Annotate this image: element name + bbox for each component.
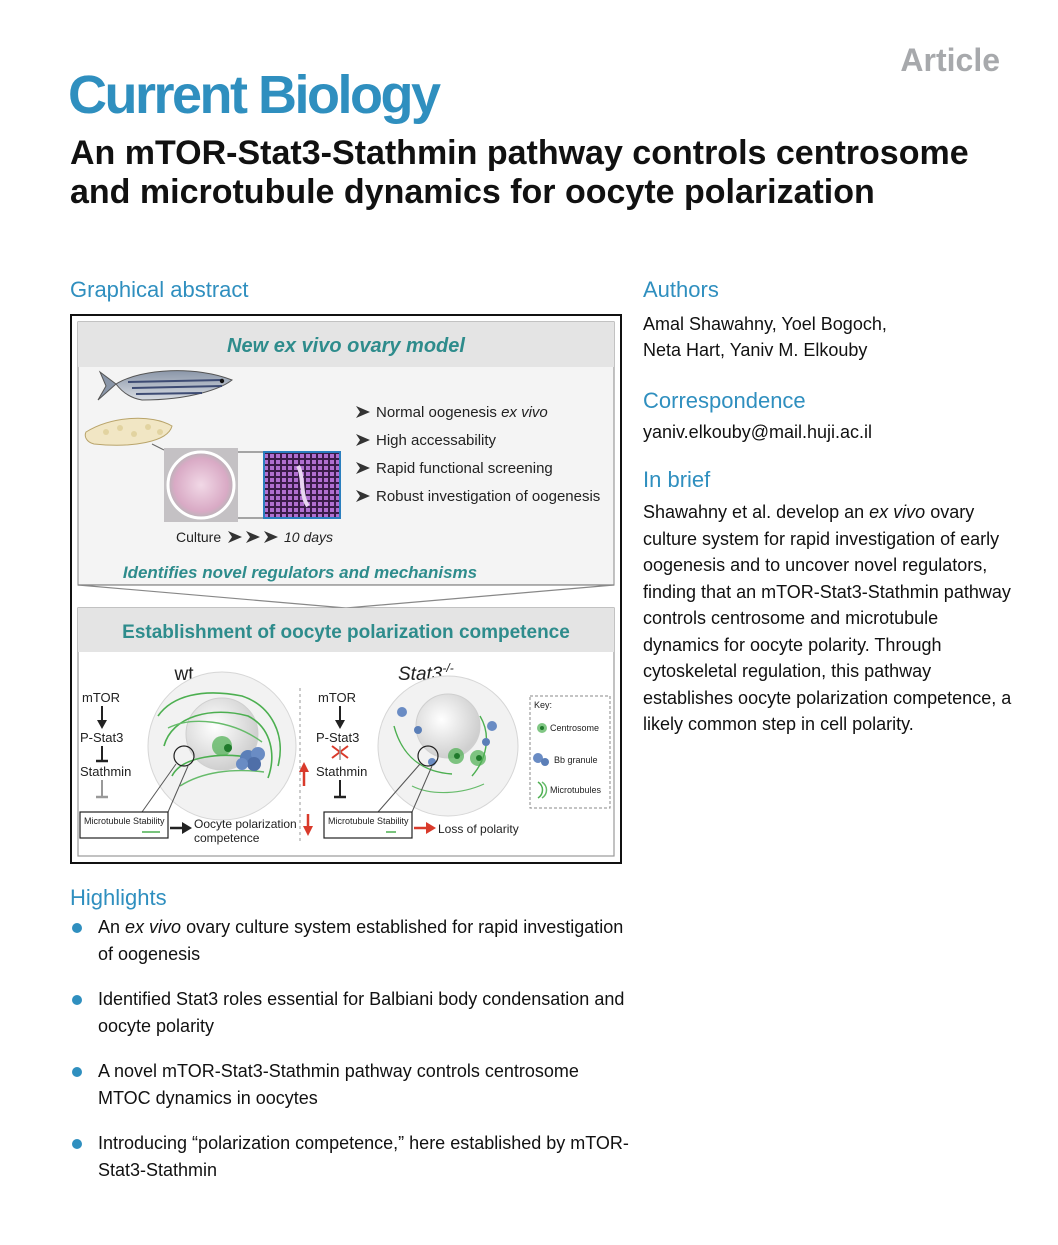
culture-timeline: Culture 10 days <box>176 529 333 545</box>
svg-text:mTOR: mTOR <box>82 690 120 705</box>
authors-line-2: Neta Hart, Yaniv M. Elkouby <box>643 340 868 360</box>
svg-text:Loss of polarity: Loss of polarity <box>438 822 519 836</box>
svg-text:Microtubule Stability: Microtubule Stability <box>328 816 409 826</box>
feature-item: Robust investigation of oogenesis <box>376 488 600 505</box>
feature-list: Normal oogenesis ex vivo High accessabil… <box>356 404 600 505</box>
svg-text:P-Stat3: P-Stat3 <box>80 730 123 745</box>
highlights-list: An ex vivo ovary culture system establis… <box>70 914 630 1202</box>
svg-text:competence: competence <box>194 831 260 845</box>
mesh-microscopy-image <box>263 451 341 519</box>
correspondence-heading: Correspondence <box>643 388 806 413</box>
bullet-icon <box>72 995 82 1005</box>
key-item: Bb granule <box>554 755 598 765</box>
feature-item: Rapid functional screening <box>376 460 553 477</box>
svg-text:Microtubule Stability: Microtubule Stability <box>84 816 165 826</box>
svg-text:Key:: Key: <box>534 700 552 710</box>
svg-text:Culture: Culture <box>176 529 221 545</box>
mutant-outcome: Microtubule Stability Loss of polarity <box>303 811 519 839</box>
wt-outcome: Microtubule Stability Oocyte polarizatio… <box>79 811 297 845</box>
svg-text:Oocyte polarization: Oocyte polarization <box>194 817 297 831</box>
article-title: An mTOR-Stat3-Stathmin pathway controls … <box>70 134 969 211</box>
bottom-panel: Establishment of oocyte polarization com… <box>77 607 615 857</box>
wt-oocyte-illustration <box>141 671 297 821</box>
top-panel: New ex vivo ovary model <box>77 321 615 586</box>
mutant-oocyte-illustration <box>377 675 519 817</box>
mutant-pathway: mTOR P-Stat3 Stathmin <box>299 690 367 799</box>
top-panel-footer: Identifies novel regulators and mechanis… <box>123 563 477 582</box>
zebrafish-icon <box>97 370 233 401</box>
key-item: Microtubules <box>550 785 602 795</box>
graphical-abstract-figure: New ex vivo ovary model <box>70 314 622 864</box>
feature-item: High accessability <box>376 432 497 449</box>
highlight-item: A novel mTOR-Stat3-Stathmin pathway cont… <box>70 1058 630 1112</box>
svg-text:mTOR: mTOR <box>318 690 356 705</box>
ovary-tissue-image <box>84 417 173 451</box>
bullet-icon <box>72 1139 82 1149</box>
bottom-panel-title: Establishment of oocyte polarization com… <box>122 622 570 643</box>
top-panel-title: New ex vivo ovary model <box>227 335 465 357</box>
key-item: Centrosome <box>550 723 599 733</box>
legend-key: Key: Centrosome Bb granule Microtubules <box>529 695 611 809</box>
svg-text:10 days: 10 days <box>284 529 333 545</box>
feature-item: Normal oogenesis ex vivo <box>376 404 548 421</box>
highlights-heading: Highlights <box>70 885 167 910</box>
journal-name: Current Biology <box>68 65 441 125</box>
highlight-item: Introducing “polarization competence,” h… <box>70 1130 630 1184</box>
svg-text:Stathmin: Stathmin <box>316 764 367 779</box>
svg-text:P-Stat3: P-Stat3 <box>316 730 359 745</box>
in-brief-text: Shawahny et al. develop an ex vivo ovary… <box>643 502 1012 734</box>
graphical-abstract-heading: Graphical abstract <box>70 277 249 302</box>
svg-text:Stathmin: Stathmin <box>80 764 131 779</box>
bullet-icon <box>72 1067 82 1077</box>
culture-dish-image <box>164 448 264 522</box>
correspondence-email[interactable]: yaniv.elkouby@mail.huji.ac.il <box>643 422 873 442</box>
authors-heading: Authors <box>643 277 719 302</box>
highlight-item: Identified Stat3 roles essential for Bal… <box>70 986 630 1040</box>
highlight-item: An ex vivo ovary culture system establis… <box>70 914 630 968</box>
authors-line-1: Amal Shawahny, Yoel Bogoch, <box>643 314 887 334</box>
article-type-label: Article <box>900 42 1000 78</box>
wt-pathway: mTOR P-Stat3 Stathmin <box>80 690 131 799</box>
panel-connector <box>77 584 615 609</box>
bullet-icon <box>72 923 82 933</box>
in-brief-heading: In brief <box>643 467 711 492</box>
